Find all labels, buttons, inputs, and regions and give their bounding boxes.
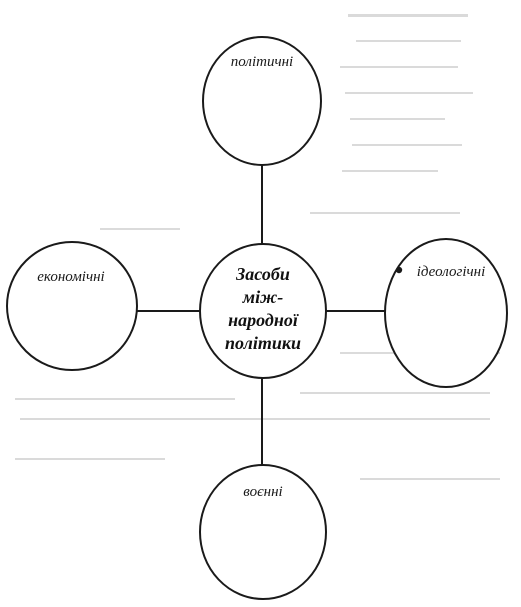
center-line-3: народної — [228, 310, 299, 330]
bullet-dot — [395, 266, 403, 274]
node-ideological: ідеологічні — [384, 238, 508, 388]
node-economic: економічні — [6, 241, 138, 371]
node-political-label: політичні — [231, 54, 293, 70]
node-political: політичні — [202, 36, 322, 166]
center-line-4: політики — [225, 333, 301, 353]
node-ideological-label: ідеологічні — [417, 264, 486, 280]
node-military-label: воєнні — [243, 484, 282, 500]
center-line-2: між- — [242, 287, 283, 307]
center-line-1: Засоби — [235, 264, 290, 284]
node-center: Засоби між- народної політики — [199, 243, 327, 379]
node-military: воєнні — [199, 464, 327, 600]
node-economic-label: економічні — [37, 269, 104, 285]
